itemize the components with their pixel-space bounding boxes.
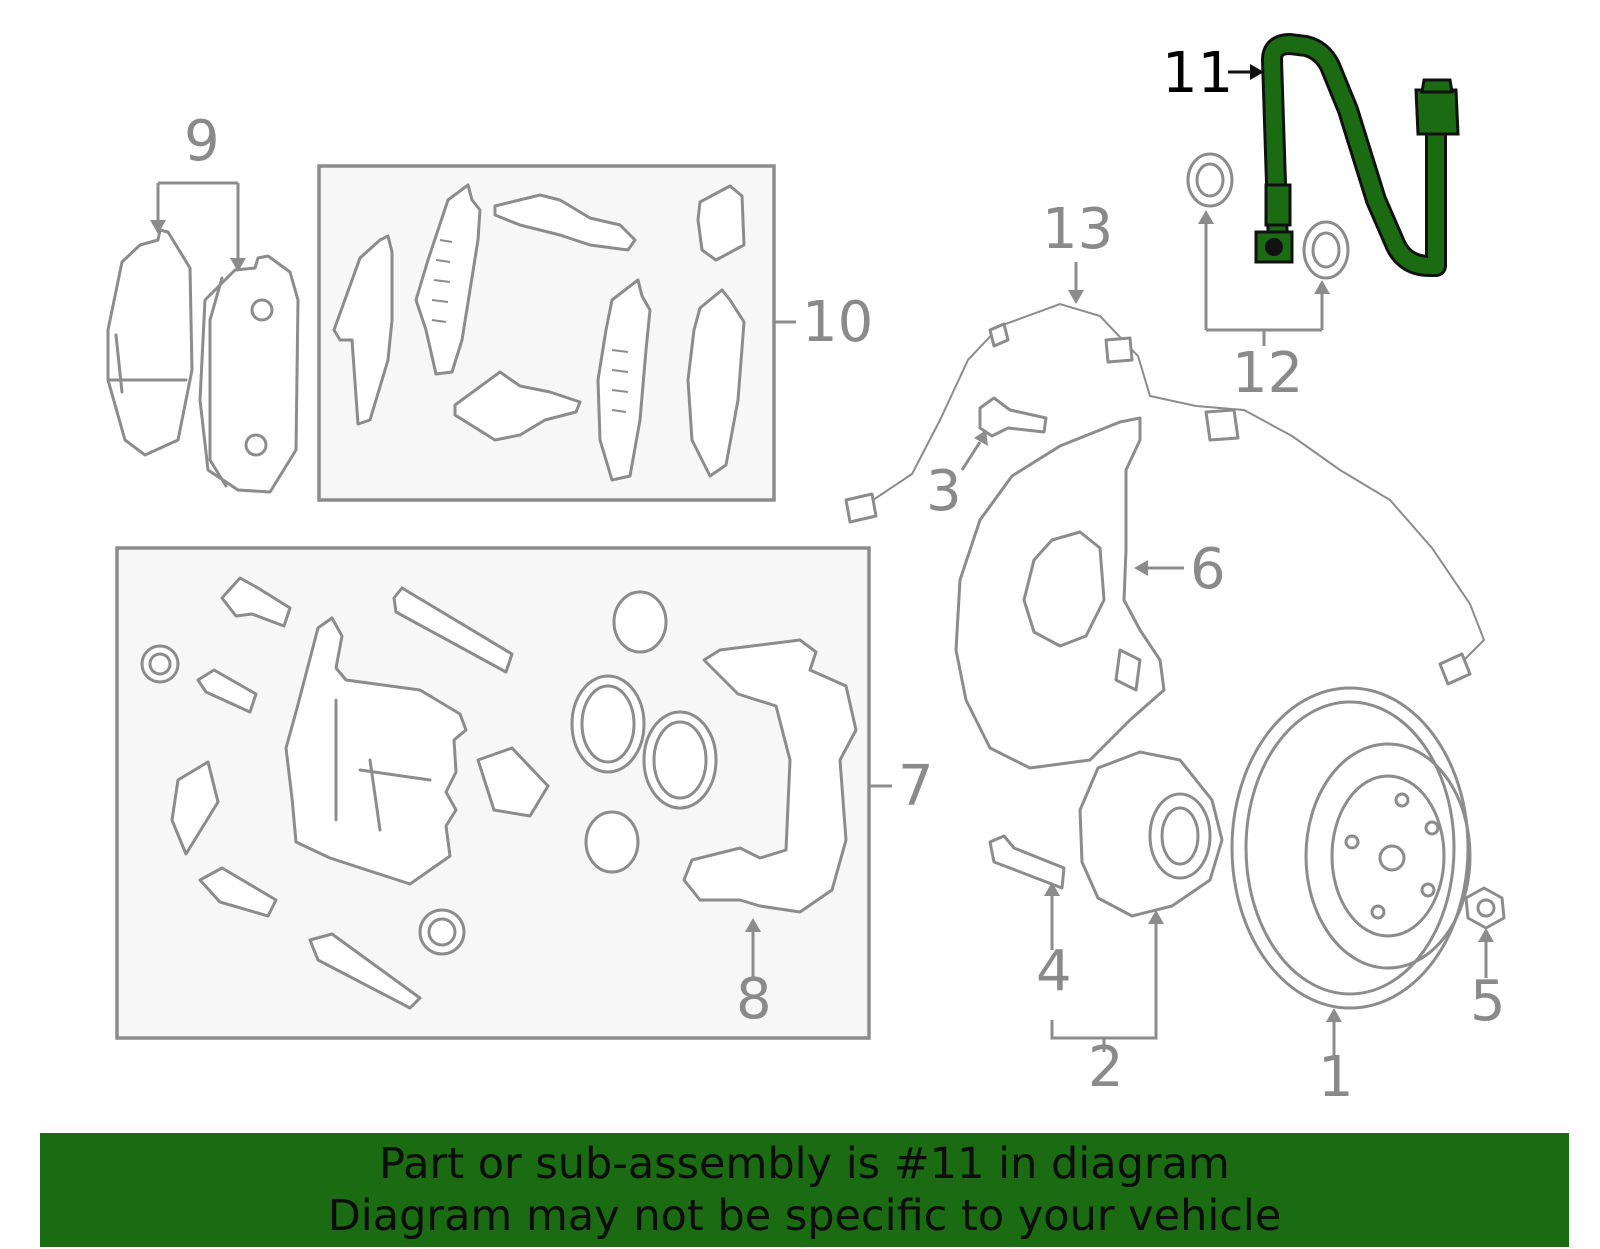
- callout-8: 8: [736, 967, 772, 1032]
- callout-6: 6: [1190, 537, 1226, 602]
- sealing-washers: [1186, 152, 1350, 280]
- wheel-stud: [988, 834, 1066, 890]
- callout-13: 13: [1042, 197, 1113, 262]
- info-banner: Part or sub-assembly is #11 in diagram D…: [40, 1133, 1569, 1247]
- callout-11: 11: [1162, 41, 1233, 106]
- callout-9: 9: [184, 109, 220, 174]
- banner-line-part: Part or sub-assembly is #11 in diagram: [379, 1139, 1230, 1189]
- banner-line-disclaimer: Diagram may not be specific to your vehi…: [327, 1191, 1282, 1241]
- hub-bearing: [1078, 750, 1224, 918]
- splash-shield: [954, 416, 1166, 770]
- callout-10: 10: [802, 290, 873, 355]
- caliper-assembly-parts: [140, 576, 858, 1010]
- callout-4: 4: [1036, 939, 1072, 1004]
- brake-exploded-diagram: 9 10 7 8 13 3 6 4 2 1 5 12 11: [106, 33, 1506, 1110]
- sensor-bolt: [978, 396, 1048, 438]
- callout-5: 5: [1470, 969, 1506, 1034]
- brake-pads: [106, 228, 300, 494]
- brake-rotor: [1230, 686, 1472, 1010]
- callout-2: 2: [1088, 1035, 1124, 1100]
- leader-lines: [150, 64, 1494, 1060]
- callout-1: 1: [1318, 1045, 1354, 1110]
- callout-7: 7: [898, 754, 934, 819]
- callout-3: 3: [926, 459, 962, 524]
- caliper-assembly-box: [115, 546, 871, 1040]
- brake-hose-highlighted: [1254, 33, 1460, 277]
- hardware-kit-parts: [332, 183, 746, 482]
- lug-nut: [1464, 886, 1506, 930]
- abs-sensor-harness: [844, 302, 1486, 686]
- callout-numbers: 9 10 7 8 13 3 6 4 2 1 5 12 11: [184, 41, 1506, 1110]
- callout-12: 12: [1232, 341, 1303, 406]
